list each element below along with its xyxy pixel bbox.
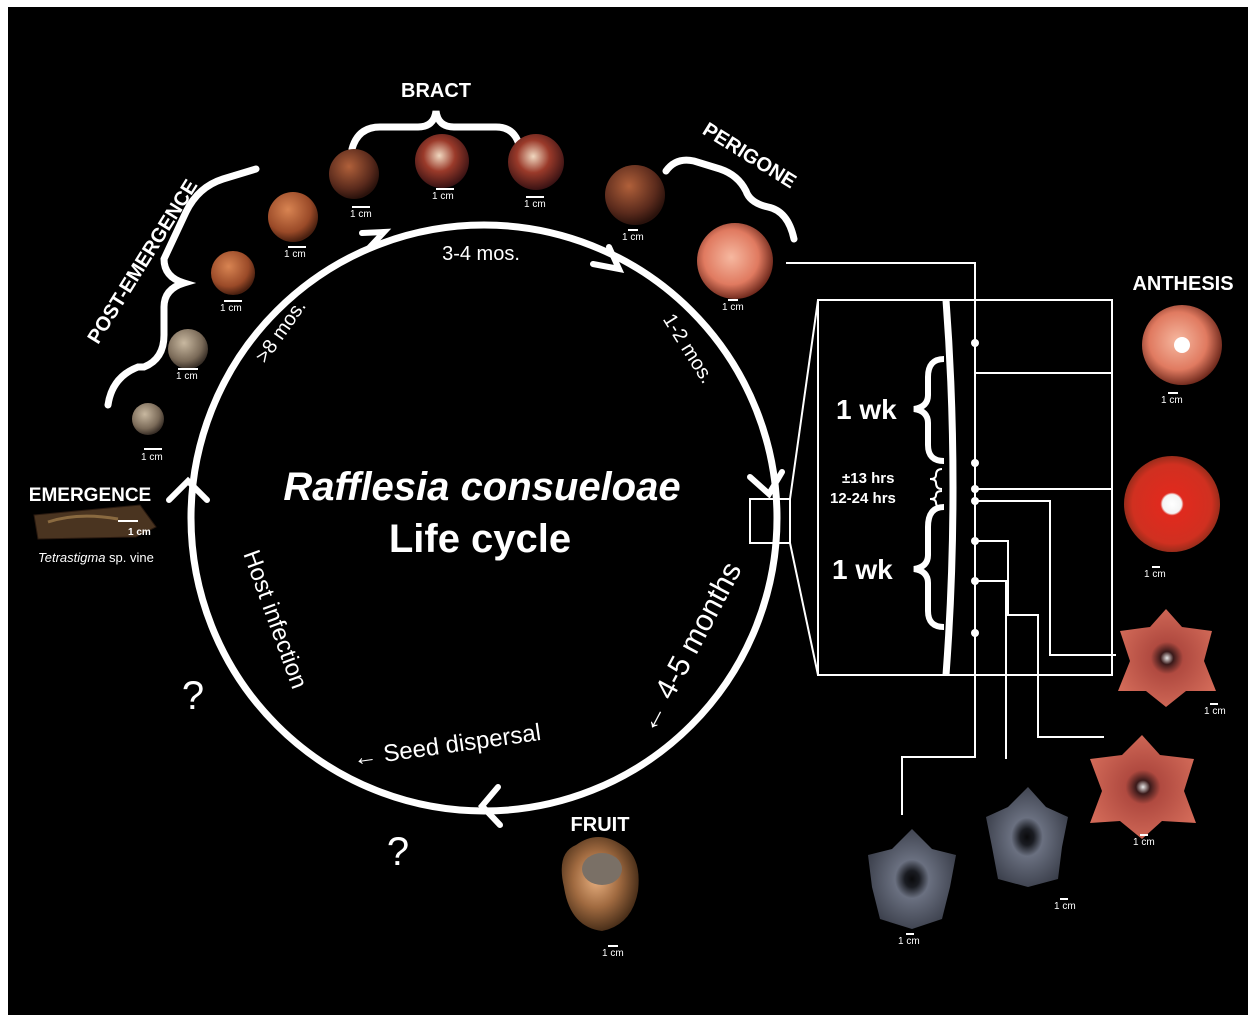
bud-photo [211, 251, 255, 295]
flower-pink-photo [1118, 609, 1216, 707]
flower-decayed-photo [986, 787, 1068, 887]
seed-dispersal-label: ← Seed dispersal [351, 719, 542, 772]
stage-fruit-label: FRUIT [571, 814, 630, 836]
timeline-hrs-a: ±13 hrs [842, 470, 894, 487]
scale-bar-label: 1 cm [350, 209, 372, 220]
unknown-mark-left: ? [182, 674, 204, 718]
scale-bar-label: 1 cm [176, 371, 198, 382]
diagram-title: Rafflesia consueloae [283, 465, 680, 509]
scale-bar-label: 1 cm [898, 936, 920, 947]
timeline-arc [946, 300, 953, 675]
bract-bud-photo [508, 134, 564, 190]
stage-post-emergence-label: POST-EMERGENCE [84, 176, 203, 348]
scale-bar-label: 1 cm [1133, 837, 1155, 848]
week-brace [914, 359, 944, 461]
stage-anthesis-label: ANTHESIS [1132, 273, 1233, 295]
scale-bar-label: 1 cm [524, 199, 546, 210]
scale-bar-label: 1 cm [1144, 569, 1166, 580]
host-vine-label: Tetrastigma sp. vine [38, 550, 154, 565]
scale-bar-label: 1 cm [1204, 706, 1226, 717]
scale-bar-label: 1 cm [220, 303, 242, 314]
flower-fading-photo [1090, 735, 1196, 839]
week-brace [914, 507, 944, 627]
bud-photo [268, 192, 318, 242]
bract-bud-photo [329, 149, 379, 199]
diagram-subtitle: Life cycle [389, 517, 571, 561]
timeline-hrs-b: 12-24 hrs [830, 490, 896, 507]
duration-1-2-months: 1-2 mos. [658, 310, 718, 388]
scale-bar-label: 1 cm [141, 452, 163, 463]
scale-bar-label: 1 cm [722, 302, 744, 313]
scale-bar-label: 1 cm [622, 232, 644, 243]
duration-4-5-months: ← 4-5 months [631, 557, 749, 739]
perigone-bud-photo [605, 165, 665, 225]
fruit-photo [562, 837, 639, 931]
host-infection-label: Host infection [237, 546, 312, 692]
scale-bar-label: 1 cm [128, 527, 151, 538]
ring-arrow-icon [482, 787, 500, 825]
duration-3-4-months: 3-4 mos. [442, 243, 520, 265]
zoom-source-box [750, 499, 790, 543]
stage-bract-label: BRACT [401, 80, 471, 102]
life-cycle-diagram: Rafflesia consueloae Life cycle >8 mos. … [8, 7, 1248, 1015]
flower-decayed-photo [868, 829, 956, 929]
perigone-bud-photo [697, 223, 773, 299]
stage-emergence-label: EMERGENCE [29, 485, 151, 506]
scale-bar-label: 1 cm [602, 948, 624, 959]
anthesis-bud-photo [1142, 305, 1222, 385]
bract-bud-photo [415, 134, 469, 188]
open-flower-photo [1124, 456, 1220, 552]
scale-bar-label: 1 cm [432, 191, 454, 202]
stage-perigone-label: PERIGONE [699, 119, 800, 194]
timeline-week-top: 1 wk [836, 394, 897, 425]
scale-bar-label: 1 cm [284, 249, 306, 260]
timeline-week-bottom: 1 wk [832, 554, 893, 585]
ring-arrow-icon [169, 481, 207, 500]
diagram-canvas: Rafflesia consueloae Life cycle >8 mos. … [8, 7, 1248, 1015]
anthesis-zoom-panel [818, 300, 1112, 675]
scale-bar-label: 1 cm [1161, 395, 1183, 406]
bud-photo [132, 403, 164, 435]
scale-bar-label: 1 cm [1054, 901, 1076, 912]
unknown-mark-bottom: ? [387, 830, 409, 874]
bud-photo [168, 329, 208, 369]
